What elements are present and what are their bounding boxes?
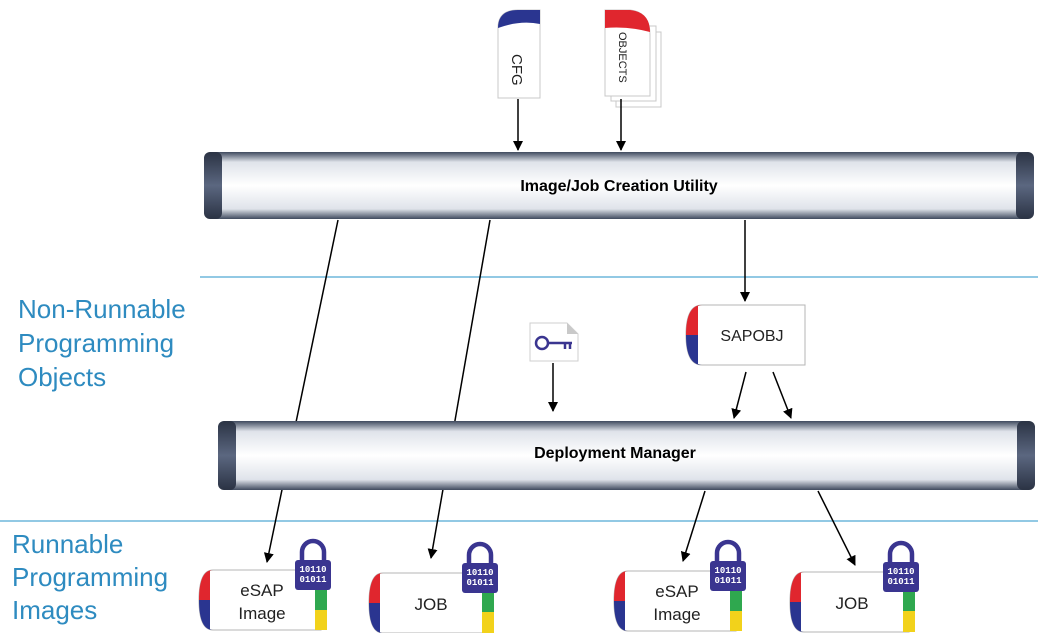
- output-4-label: JOB: [835, 594, 868, 613]
- output-job-1: JOB 10110 01011: [368, 544, 498, 633]
- output-1-line-2: Image: [238, 604, 285, 623]
- lock-icon: 10110 01011: [883, 543, 919, 592]
- arrow-deployment-to-esap-image-2: [680, 490, 706, 562]
- image-job-creation-utility-bar: Image/Job Creation Utility: [204, 152, 1034, 219]
- output-3-line-2: Image: [653, 605, 700, 624]
- output-job-2: JOB 10110 01011: [789, 543, 919, 633]
- line-utility-to-esap-image-1: [263, 219, 339, 563]
- lock-icon: 10110 01011: [295, 541, 331, 590]
- deployment-manager-bar: Deployment Manager: [218, 421, 1035, 490]
- deployment-label: Deployment Manager: [534, 445, 696, 462]
- objects-document-stack-icon: OBJECTS: [604, 9, 662, 108]
- key-document-icon: [529, 322, 579, 362]
- output-esap-image-2: eSAP Image 10110 01011: [613, 542, 746, 632]
- output-2-label: JOB: [414, 595, 447, 614]
- svg-text:10110: 10110: [466, 568, 493, 578]
- cfg-label: CFG: [508, 54, 525, 86]
- svg-text:10110: 10110: [299, 565, 326, 575]
- output-esap-image-1: eSAP Image 10110 01011: [198, 541, 331, 631]
- svg-text:01011: 01011: [466, 578, 494, 588]
- output-3-line-1: eSAP: [655, 582, 698, 601]
- sapobj-box: SAPOBJ: [685, 304, 806, 366]
- arrow-deployment-to-job-2: [817, 490, 856, 566]
- svg-text:10110: 10110: [887, 567, 914, 577]
- line-utility-to-job-1: [427, 219, 491, 559]
- section-label-runnable: Runnable Programming Images: [12, 529, 175, 625]
- lock-icon: 10110 01011: [710, 542, 746, 591]
- lock-icon: 10110 01011: [462, 544, 498, 593]
- arrow-sapobj-to-deployment-left: [731, 371, 747, 419]
- svg-text:10110: 10110: [714, 566, 741, 576]
- cfg-document-icon: CFG: [497, 9, 541, 99]
- arrow-sapobj-to-deployment-right: [772, 371, 793, 419]
- output-1-line-1: eSAP: [240, 581, 283, 600]
- sapobj-label: SAPOBJ: [720, 328, 783, 345]
- utility-label: Image/Job Creation Utility: [520, 178, 717, 195]
- objects-label: OBJECTS: [616, 32, 628, 83]
- svg-text:01011: 01011: [299, 575, 327, 585]
- section-label-non-runnable: Non-Runnable Programming Objects: [18, 294, 193, 392]
- svg-text:01011: 01011: [714, 576, 742, 586]
- svg-text:01011: 01011: [887, 577, 915, 587]
